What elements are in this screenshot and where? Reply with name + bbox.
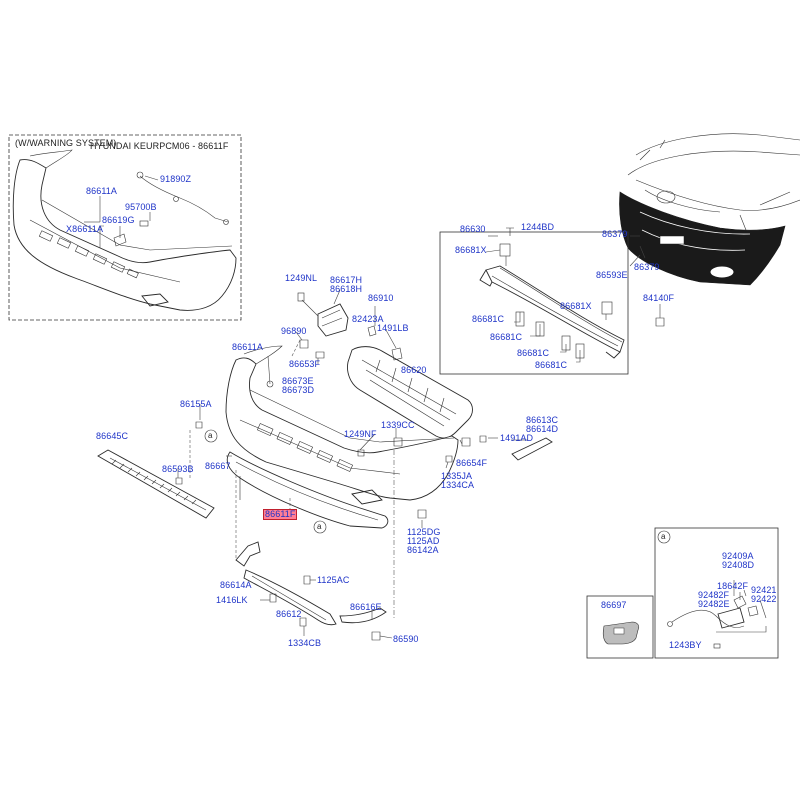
- callout-1125AC[interactable]: 1125AC: [317, 575, 350, 585]
- callout-X86611A[interactable]: X86611A: [66, 224, 104, 234]
- callout-18642F[interactable]: 18642F: [717, 581, 749, 591]
- callout-1334CA[interactable]: 1334CA: [441, 480, 475, 490]
- bracket-86614A: [235, 541, 261, 567]
- callout-86681C-a[interactable]: 86681C: [472, 314, 505, 324]
- callout-1243BY[interactable]: 1243BY: [669, 640, 702, 650]
- callout-86681C-b[interactable]: 86681C: [490, 332, 523, 342]
- callout-86645C[interactable]: 86645C: [96, 431, 129, 441]
- callout-86673D[interactable]: 86673D: [282, 385, 315, 395]
- callout-92408D[interactable]: 92408D: [722, 560, 755, 570]
- callout-96890[interactable]: 96890: [281, 326, 307, 336]
- callout-1244BD[interactable]: 1244BD: [521, 222, 555, 232]
- rear-beam-drawing: [479, 227, 625, 363]
- callout-86618H[interactable]: 86618H: [330, 284, 363, 294]
- callout-86654F[interactable]: 86654F: [456, 458, 488, 468]
- callout-86593E[interactable]: 86593E: [596, 270, 628, 280]
- ref-marker-a-3-label: a: [661, 532, 666, 541]
- inset-subheading: HYUNDAI KEURPCM06 - 86611F: [90, 141, 229, 151]
- callout-1339CC[interactable]: 1339CC: [381, 420, 415, 430]
- callout-86612[interactable]: 86612: [276, 609, 302, 619]
- callout-92422[interactable]: 92422: [751, 594, 777, 604]
- energy-absorber-drawing: [347, 346, 473, 439]
- callout-1491AD[interactable]: 1491AD: [500, 433, 534, 443]
- ref-marker-a-3: [657, 530, 671, 544]
- callout-86619G[interactable]: 86619G: [102, 215, 135, 225]
- callout-86611A[interactable]: 86611A: [232, 342, 263, 352]
- callout-86590[interactable]: 86590: [393, 634, 419, 644]
- callout-86620[interactable]: 86620: [401, 365, 427, 375]
- strip-86612: [243, 569, 337, 626]
- callout-86155A[interactable]: 86155A: [180, 399, 212, 409]
- callout-86617H[interactable]: 86617H: [330, 275, 363, 285]
- callout-86593B[interactable]: 86593B: [162, 464, 194, 474]
- ref-marker-a-1-label: a: [208, 431, 213, 440]
- callout-92409A[interactable]: 92409A: [722, 551, 754, 561]
- callout-86379-a[interactable]: 86379: [602, 229, 628, 239]
- callout-86673E[interactable]: 86673E: [282, 376, 314, 386]
- callout-86611A-inset[interactable]: 86611A: [86, 186, 117, 196]
- callout-1249NF[interactable]: 1249NF: [344, 429, 377, 439]
- lower-skid-86611F-drawing: [226, 451, 389, 529]
- callout-86614A[interactable]: 86614A: [220, 580, 252, 590]
- callout-86379-b[interactable]: 86379: [634, 262, 660, 272]
- sensor-detail-frame: [654, 527, 779, 659]
- callout-1125DG[interactable]: 1125DG: [407, 527, 441, 537]
- callout-84140F[interactable]: 84140F: [643, 293, 675, 303]
- part-86697-drawing: [602, 621, 640, 645]
- callout-92421[interactable]: 92421: [751, 585, 777, 595]
- callout-1334CB[interactable]: 1334CB: [288, 638, 322, 648]
- callout-92482E[interactable]: 92482E: [698, 599, 730, 609]
- callout-86611F-highlighted[interactable]: 86611F: [263, 509, 298, 520]
- beam-assembly-frame: [439, 231, 629, 375]
- sensor-harness-drawing: [667, 580, 767, 649]
- callout-1416LK[interactable]: 1416LK: [216, 595, 248, 605]
- callout-86614D[interactable]: 86614D: [526, 424, 559, 434]
- callout-86616E[interactable]: 86616E: [350, 602, 382, 612]
- step-pad-86645C: [97, 449, 215, 519]
- callout-86697[interactable]: 86697: [601, 600, 627, 610]
- callout-86142A[interactable]: 86142A: [407, 545, 439, 555]
- part-86697-frame: [586, 595, 654, 659]
- callout-1491LB[interactable]: 1491LB: [377, 323, 409, 333]
- callout-86681C-c[interactable]: 86681C: [517, 348, 550, 358]
- callout-95700B[interactable]: 95700B: [125, 202, 157, 212]
- callout-86681X-a[interactable]: 86681X: [455, 245, 487, 255]
- callout-86653F[interactable]: 86653F: [289, 359, 321, 369]
- callout-1125AD[interactable]: 1125AD: [407, 536, 440, 546]
- ref-marker-a-1: [204, 429, 218, 443]
- callout-86667[interactable]: 86667: [205, 461, 231, 471]
- vehicle-rear-view: [619, 133, 800, 286]
- callout-86910[interactable]: 86910: [368, 293, 394, 303]
- callout-1249NL[interactable]: 1249NL: [285, 273, 318, 283]
- callout-1335JA[interactable]: 1335JA: [441, 471, 473, 481]
- callout-92482F[interactable]: 92482F: [698, 590, 730, 600]
- callout-86613C[interactable]: 86613C: [526, 415, 559, 425]
- callout-91890Z[interactable]: 91890Z: [160, 174, 192, 184]
- callout-82423A[interactable]: 82423A: [352, 314, 384, 324]
- ref-marker-a-2-label: a: [317, 522, 322, 531]
- callout-86681X-b[interactable]: 86681X: [560, 301, 592, 311]
- callout-86681C-d[interactable]: 86681C: [535, 360, 568, 370]
- warning-system-inset-frame: [8, 134, 242, 321]
- main-bumper-cover-drawing: [225, 345, 459, 505]
- inset-bumper-drawing: [12, 149, 237, 311]
- inset-heading: (W/WARNING SYSTEM): [15, 138, 117, 148]
- ref-marker-a-2: [313, 520, 327, 534]
- callout-86630[interactable]: 86630: [460, 224, 486, 234]
- side-bracket-86617H: [317, 303, 349, 337]
